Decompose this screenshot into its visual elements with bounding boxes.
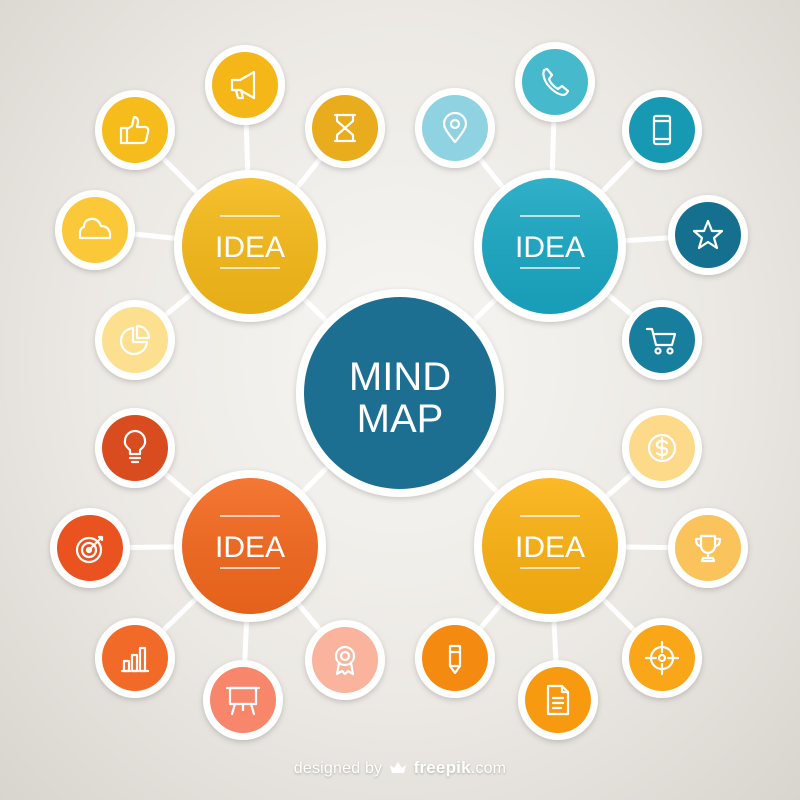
cloud-icon — [78, 217, 112, 240]
mobile-node — [622, 90, 702, 170]
idea-label: IDEA — [515, 231, 585, 264]
document-icon — [546, 684, 570, 716]
award-badge-node — [305, 620, 385, 700]
megaphone-icon — [230, 70, 256, 100]
idea-node-amber: IDEA — [474, 470, 626, 622]
crosshair-icon — [644, 640, 680, 676]
pie-chart-node — [95, 300, 175, 380]
idea-branches: IDEA IDEA IDEA IDEA — [50, 42, 748, 740]
presentation-board-node — [203, 660, 283, 740]
idea-label: IDEA — [215, 231, 285, 264]
phone-node — [515, 42, 595, 122]
award-badge-icon — [334, 645, 356, 676]
hourglass-icon — [333, 113, 357, 143]
pie-chart-icon — [120, 324, 151, 355]
hourglass-node — [305, 88, 385, 168]
pencil-node — [415, 618, 495, 698]
center-title-line2: MAP — [357, 397, 444, 441]
attribution: designed by freepik.com — [0, 758, 800, 780]
idea-label: IDEA — [515, 531, 585, 564]
trophy-node — [668, 508, 748, 588]
document-node — [518, 660, 598, 740]
bar-chart-icon — [120, 646, 150, 673]
idea-branch-yellow: IDEA — [55, 45, 385, 380]
idea-node-teal: IDEA — [474, 170, 626, 322]
idea-branch-orange: IDEA — [50, 408, 385, 740]
credit-brand: freepik — [413, 758, 471, 777]
lightbulb-icon — [123, 429, 147, 464]
pencil-icon — [448, 644, 462, 675]
crosshair-node — [622, 618, 702, 698]
location-pin-icon — [442, 111, 468, 144]
megaphone-node — [205, 45, 285, 125]
idea-branch-amber: IDEA — [415, 408, 748, 740]
idea-node-orange: IDEA — [174, 470, 326, 622]
dollar-coin-icon — [647, 433, 677, 463]
dollar-coin-node — [622, 408, 702, 488]
star-node — [668, 195, 748, 275]
cart-icon — [645, 327, 677, 355]
center-node: MIND MAP — [296, 289, 504, 497]
center-title-line1: MIND — [349, 355, 451, 399]
idea-node-yellow: IDEA — [174, 170, 326, 322]
idea-branch-teal: IDEA — [415, 42, 748, 380]
cart-node — [622, 300, 702, 380]
bar-chart-node — [95, 618, 175, 698]
credit-prefix: designed by — [293, 760, 383, 777]
target-node — [50, 508, 130, 588]
crown-icon — [389, 761, 407, 780]
star-icon — [692, 219, 724, 250]
idea-label: IDEA — [215, 531, 285, 564]
target-icon — [75, 535, 104, 564]
credit-suffix: .com — [470, 760, 507, 777]
phone-icon — [542, 67, 570, 97]
thumbs-up-node — [95, 90, 175, 170]
trophy-icon — [694, 534, 722, 563]
location-pin-node — [415, 88, 495, 168]
cloud-node — [55, 190, 135, 270]
thumbs-up-icon — [119, 115, 150, 145]
mobile-icon — [652, 114, 672, 146]
lightbulb-node — [95, 408, 175, 488]
presentation-board-icon — [225, 686, 261, 716]
